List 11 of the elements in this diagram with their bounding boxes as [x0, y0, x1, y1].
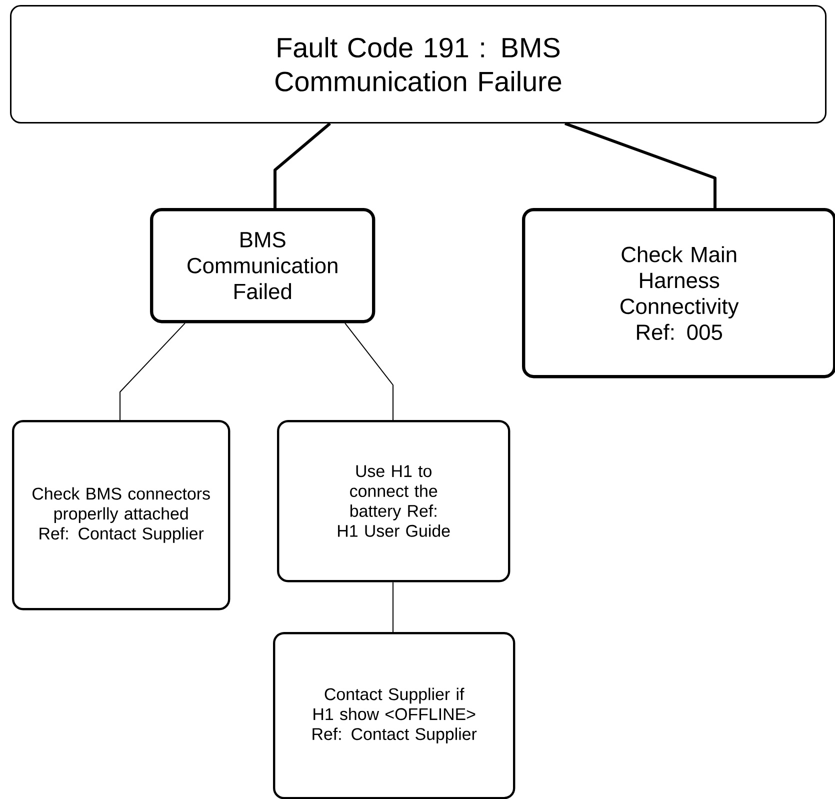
- process-box: Check BMS connectors properlly attached Ref: Contact Supplier: [12, 420, 230, 610]
- connector-line: [344, 322, 394, 420]
- connector-line: [564, 122, 716, 208]
- process-box: BMS Communication Failed: [150, 208, 376, 324]
- connector-line: [274, 122, 331, 208]
- process-box: Use H1 to connect the battery Ref: H1 User Guide: [277, 420, 510, 582]
- process-box: Contact Supplier if H1 show <OFFLINE> Ref: Contact Supplier: [273, 632, 516, 799]
- process-box: Check Main Harness Connectivity Ref: 005: [522, 208, 835, 378]
- process-box: Fault Code 191 : BMS Communication Failure: [10, 5, 827, 124]
- connector-line: [392, 582, 394, 632]
- connector-line: [120, 322, 186, 420]
